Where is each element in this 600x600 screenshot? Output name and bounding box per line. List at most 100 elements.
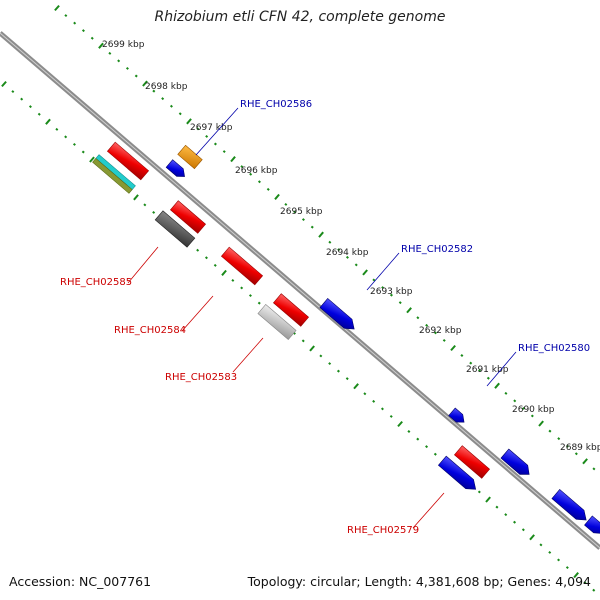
tick-minor (81, 29, 85, 33)
kbp-label: 2694 kbp (326, 248, 369, 258)
tick-minor (592, 467, 596, 471)
kbp-label: 2692 kbp (419, 326, 462, 336)
tick-minor (55, 127, 59, 131)
genome-backbone-highlight (0, 32, 600, 549)
tick-minor (548, 550, 552, 554)
tick-major (54, 4, 60, 12)
tick-minor (380, 407, 384, 411)
gene-feature[interactable] (273, 293, 309, 327)
tick-minor (398, 301, 402, 305)
tick-minor (337, 248, 341, 252)
tick-minor (557, 437, 561, 441)
tick-row-outer (54, 4, 596, 471)
tick-minor (495, 505, 499, 509)
tick-major (397, 420, 403, 428)
kbp-label: 2690 kbp (512, 405, 555, 415)
gene-label-reverse[interactable]: RHE_CH02584 (114, 325, 186, 336)
tick-major (186, 118, 192, 125)
tick-major (89, 156, 95, 163)
genome-summary-text: Topology: circular; Length: 4,381,608 bp… (247, 574, 591, 589)
gene-label-reverse[interactable]: RHE_CH02583 (165, 372, 237, 383)
tick-major (230, 156, 236, 163)
tick-minor (363, 392, 367, 396)
tick-minor (407, 430, 411, 434)
kbp-label: 2696 kbp (235, 166, 278, 176)
gene-feature[interactable] (454, 445, 490, 479)
tick-minor (257, 301, 261, 305)
reverse-strand-genes (92, 141, 490, 479)
tick-minor (249, 172, 253, 176)
tick-minor (231, 278, 235, 282)
gene-feature[interactable] (437, 455, 479, 494)
tick-minor (328, 240, 332, 244)
gene-feature[interactable] (177, 144, 203, 170)
tick-major (221, 269, 227, 276)
tick-major (582, 458, 588, 465)
leader-line (181, 295, 214, 332)
tick-minor (257, 180, 261, 184)
tick-minor (108, 51, 112, 55)
tick-minor (504, 391, 508, 395)
gene-feature[interactable] (220, 246, 264, 286)
gene-feature[interactable] (448, 407, 468, 426)
gene-label-reverse[interactable]: RHE_CH02579 (347, 525, 419, 536)
gene-labels: RHE_CH02586 RHE_CH02582 RHE_CH02580 RHE_… (60, 99, 590, 536)
tick-minor (345, 255, 349, 259)
leader-line (366, 252, 400, 291)
tick-minor (433, 331, 437, 335)
gene-feature[interactable] (500, 448, 533, 479)
tick-major (318, 231, 324, 238)
gene-feature[interactable] (170, 200, 206, 234)
tick-minor (81, 150, 85, 154)
gene-label-forward[interactable]: RHE_CH02586 (240, 99, 312, 110)
tick-major (406, 307, 412, 314)
tick-minor (460, 354, 464, 358)
tick-major (353, 383, 359, 390)
kbp-labels: 2699 kbp 2698 kbp 2697 kbp 2696 kbp 2695… (102, 40, 600, 453)
tick-minor (152, 89, 156, 93)
gene-feature[interactable] (165, 159, 188, 181)
tick-minor (425, 445, 429, 449)
tick-minor (37, 112, 41, 116)
tick-minor (389, 293, 393, 297)
tick-minor (20, 97, 24, 101)
gene-label-reverse[interactable]: RHE_CH02585 (60, 277, 132, 288)
tick-minor (292, 331, 296, 335)
kbp-label: 2697 kbp (190, 123, 233, 133)
tick-minor (513, 399, 517, 403)
gene-feature[interactable] (92, 154, 136, 194)
leader-line (412, 492, 445, 529)
tick-minor (336, 369, 340, 373)
tick-minor (372, 399, 376, 403)
tick-minor (240, 165, 244, 169)
tick-minor (284, 202, 288, 206)
tick-minor (566, 444, 570, 448)
kbp-label: 2695 kbp (280, 207, 323, 217)
tick-minor (486, 376, 490, 380)
tick-minor (372, 278, 376, 282)
tick-minor (530, 414, 534, 418)
gene-feature[interactable] (319, 298, 358, 333)
tick-minor (73, 21, 77, 25)
gene-label-forward[interactable]: RHE_CH02582 (401, 244, 473, 255)
gene-label-forward[interactable]: RHE_CH02580 (518, 343, 590, 354)
gene-feature[interactable] (257, 304, 297, 340)
tick-major (133, 194, 139, 201)
tick-minor (134, 74, 138, 78)
tick-minor (293, 210, 297, 214)
tick-minor (539, 543, 543, 547)
gene-feature[interactable] (106, 141, 150, 181)
tick-minor (152, 210, 156, 214)
gene-feature[interactable] (551, 489, 590, 524)
tick-minor (169, 104, 173, 108)
tick-minor (117, 59, 121, 63)
kbp-label: 2689 kbp (560, 443, 600, 453)
gene-feature[interactable] (154, 210, 196, 248)
tick-minor (478, 369, 482, 373)
tick-major (45, 118, 51, 125)
kbp-label: 2698 kbp (145, 82, 188, 92)
kbp-label: 2693 kbp (370, 287, 413, 297)
tick-minor (345, 377, 349, 381)
